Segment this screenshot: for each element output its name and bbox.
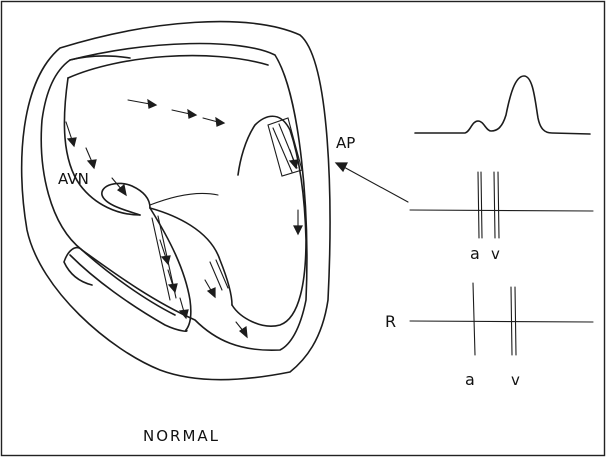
- heart-diagram: AVN AP: [22, 22, 408, 380]
- avn-label: AVN: [58, 170, 89, 188]
- atrial-band: [70, 56, 130, 60]
- arrow-atrial-3: [203, 118, 224, 126]
- av-node: [102, 183, 150, 215]
- arrow-atrial-1: [128, 100, 156, 108]
- arrow-rv-1: [294, 210, 302, 234]
- atrial-roof: [68, 56, 268, 78]
- lower-baseline: [410, 321, 593, 322]
- ap-label: AP: [336, 134, 355, 152]
- upper-v-label: v: [491, 245, 500, 263]
- arrow-atrial-2: [172, 110, 196, 118]
- r-label: R: [385, 312, 396, 331]
- lower-v-label: v: [511, 371, 520, 389]
- arrow-septal-3: [180, 298, 188, 318]
- lower-spike-a: [473, 283, 475, 355]
- caption: NORMAL: [143, 427, 220, 445]
- lower-spike-v: [511, 287, 516, 355]
- arrow-rv-3: [236, 322, 247, 337]
- ap-pointer-arrow: [336, 163, 408, 202]
- arrow-rv-2: [205, 280, 215, 297]
- lower-a-label: a: [465, 370, 475, 389]
- upper-baseline: [410, 210, 593, 211]
- arrow-atrial-4: [66, 122, 76, 146]
- upper-spike-v: [494, 172, 499, 238]
- right-chamber: [232, 116, 306, 326]
- pulse-waveform: [415, 76, 590, 134]
- lower-electrogram: R a v: [385, 283, 593, 389]
- upper-spike-a: [478, 172, 482, 238]
- arrow-to-avn: [112, 178, 126, 195]
- septum-mid: [150, 193, 218, 205]
- upper-electrogram: a v: [410, 172, 593, 263]
- conduction-arrows: [66, 100, 302, 337]
- upper-a-label: a: [470, 244, 480, 263]
- arrow-atrial-5: [86, 148, 96, 168]
